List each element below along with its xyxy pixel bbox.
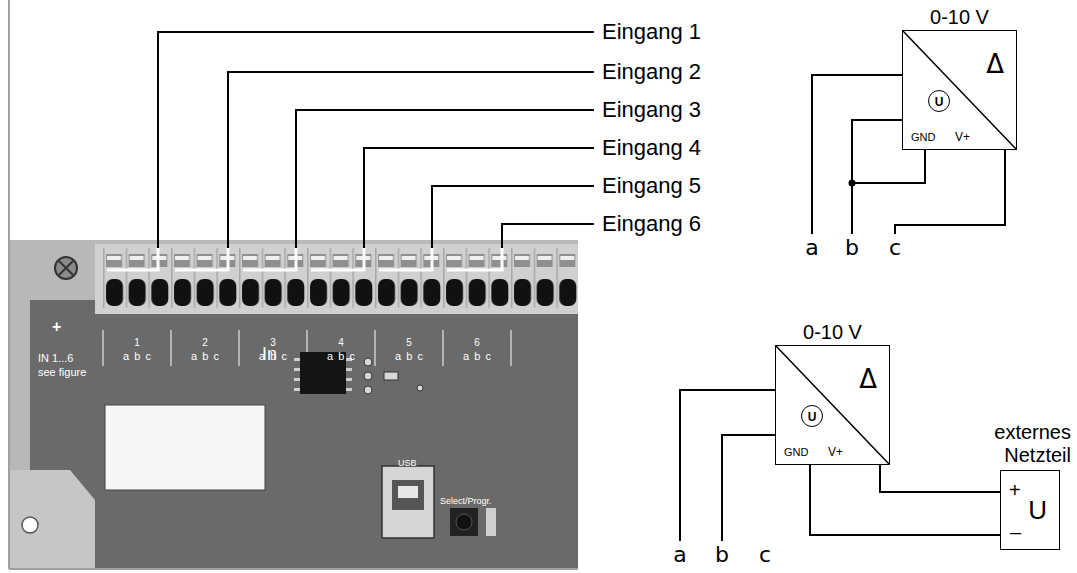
pcb-marking: In [262,344,277,364]
terminal-label-anchor: GND [784,442,808,460]
pcb-marking: IN 1...6 [38,352,73,365]
supply-title: externes Netzteil [987,421,1071,467]
delta-symbol-anchor: Δ [986,49,1004,79]
leader-line [107,32,594,270]
junction-dot [849,180,856,187]
input-label-anchor: Eingang 2 [602,59,701,85]
pcb-marking-anchor: USB [398,452,417,470]
voltage-symbol: U [808,410,817,424]
frame-line [9,0,578,569]
terminal-label-anchor: V+ [828,442,843,460]
pin-label-anchor: a b c [463,346,491,364]
input-label-anchor: Eingang 5 [602,173,701,199]
terminal-label: GND [911,131,935,144]
pin-label-anchor: a b c [395,346,423,364]
supply-wire [880,465,1000,492]
pcb-marking-anchor: In [262,344,277,364]
terminal-letter: c [759,543,771,567]
terminal-letter: a [805,236,818,260]
voltage-symbol: U [1028,496,1047,524]
terminal-letter-anchor: c [759,543,771,567]
pcb-marking: see figure [38,366,86,379]
terminal-letter: b [715,543,729,567]
terminal-number: 4 [338,337,344,349]
terminal-letter: b [845,236,859,260]
polarity-sign-anchor: – [1010,521,1021,543]
pin-label-anchor: a b c [191,346,219,364]
terminal-label: GND [784,446,808,459]
terminal-letter-anchor: c [889,236,901,260]
board-photo [10,240,578,568]
pin-label: a b c [463,350,491,363]
terminal-number: 2 [202,337,208,349]
input-label-anchor: Eingang 4 [602,135,701,161]
terminal-label: V+ [828,446,843,459]
pcb-marking-anchor: IN 1...6 [38,348,73,366]
pin-label: a b c [395,350,423,363]
pin-label: a b c [123,350,151,363]
terminal-number-anchor: 2 [202,332,208,350]
pin-label: a b c [327,350,355,363]
pcb-marking: Select/Progr. [440,496,492,507]
converter-box: 0-10 VΔGNDV+U [775,345,890,465]
pcb-marking: + [52,318,61,336]
voltage-circle: U [801,405,823,427]
range-label: 0-10 V [803,321,862,343]
input-label: Eingang 4 [602,135,701,161]
terminal-number-anchor: 4 [338,332,344,350]
input-label: Eingang 2 [602,59,701,85]
input-label: Eingang 5 [602,173,701,199]
terminal-number: 6 [474,337,480,349]
input-label-anchor: Eingang 6 [602,211,701,237]
power-supply-box: externes Netzteil+U– [1000,470,1060,550]
supply-title-anchor: externes Netzteil [987,421,1071,467]
terminal-letter: a [673,543,686,567]
pcb-marking: USB [398,458,417,469]
voltage-symbol-anchor: U [802,407,822,425]
range-label-anchor: 0-10 V [903,6,1016,28]
input-label-anchor: Eingang 3 [602,97,701,123]
voltage-symbol-anchor: U [929,92,949,110]
range-label-anchor: 0-10 V [776,321,889,343]
terminal-label: V+ [955,131,970,144]
terminal-number-anchor: 1 [134,332,140,350]
pcb-marking-anchor: Select/Progr. [440,490,492,508]
terminal-letter-anchor: a [673,543,686,567]
terminal-letter-anchor: a [805,236,818,260]
pin-label-anchor: a b c [123,346,151,364]
converter-box: 0-10 VΔGNDV+U [902,30,1017,150]
pin-label-anchor: a b c [327,346,355,364]
terminal-label-anchor: GND [911,127,935,145]
delta-symbol: Δ [986,49,1004,79]
voltage-symbol-anchor: U [1028,496,1047,524]
terminal-letter-anchor: b [715,543,729,567]
polarity-sign: – [1010,521,1021,543]
terminal-number: 1 [134,337,140,349]
polarity-sign: + [1009,479,1021,501]
delta-symbol: Δ [859,364,877,394]
pcb-marking-anchor: + [52,318,61,336]
supply-wire [810,465,1000,535]
polarity-sign-anchor: + [1009,479,1021,501]
input-label: Eingang 1 [602,19,701,45]
terminal-label-anchor: V+ [955,127,970,145]
input-label-anchor: Eingang 1 [602,19,701,45]
terminal-letter: c [889,236,901,260]
voltage-circle: U [928,90,950,112]
terminal-number: 5 [406,337,412,349]
terminal-number-anchor: 6 [474,332,480,350]
pcb-marking-anchor: see figure [38,362,86,380]
terminal-number-anchor: 5 [406,332,412,350]
range-label: 0-10 V [930,6,989,28]
terminal-letter-anchor: b [845,236,859,260]
pin-label: a b c [191,350,219,363]
input-label: Eingang 3 [602,97,701,123]
voltage-symbol: U [935,95,944,109]
delta-symbol-anchor: Δ [859,364,877,394]
input-label: Eingang 6 [602,211,701,237]
